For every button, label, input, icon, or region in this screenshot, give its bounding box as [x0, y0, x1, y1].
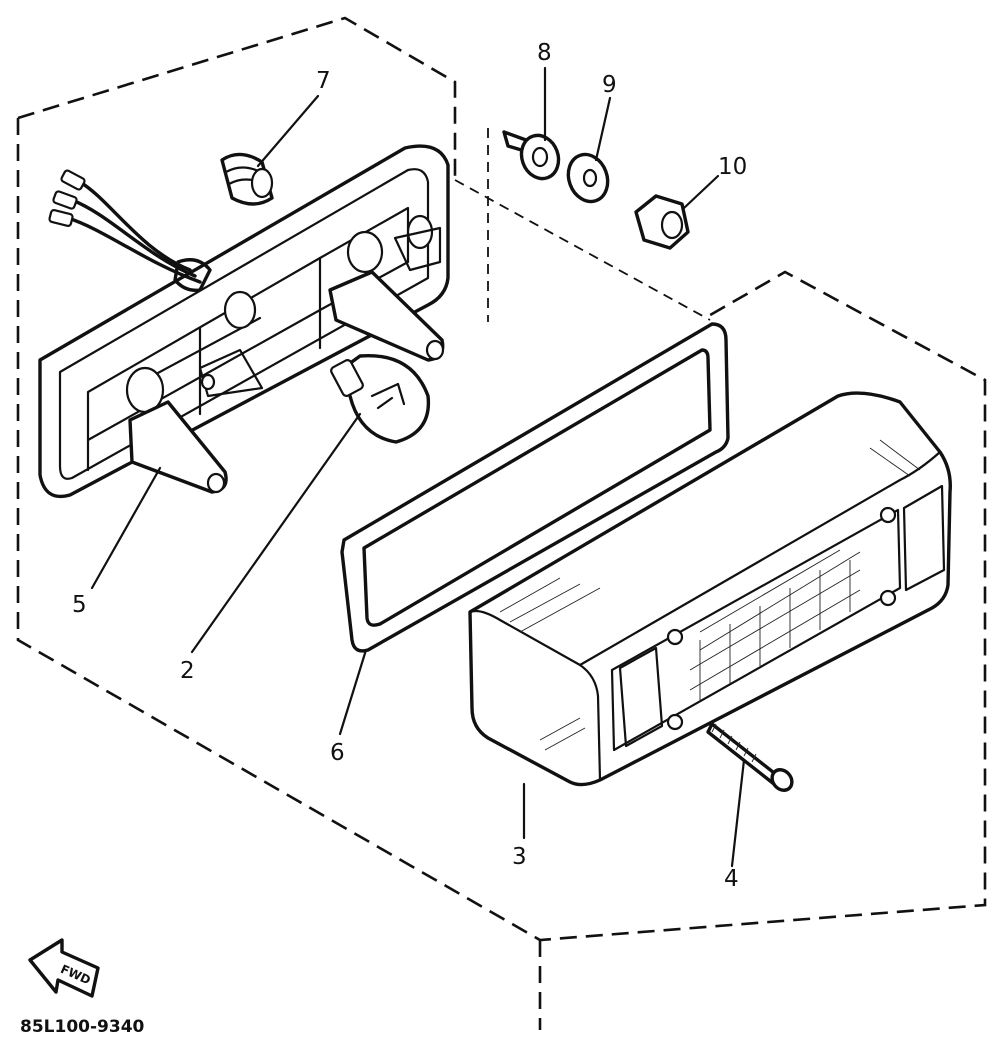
callout-label: 4	[724, 866, 739, 892]
callouts: 2 3 4 5 6 7 8 9 10	[72, 40, 747, 892]
forward-arrow-icon: FWD	[28, 938, 100, 998]
callout-label: 10	[718, 154, 747, 180]
assembly-boundary	[16, 16, 987, 1030]
lamp-housing	[38, 144, 450, 499]
bulb	[330, 353, 431, 444]
grommet	[220, 152, 274, 206]
gasket	[340, 322, 730, 653]
callout-label: 3	[512, 844, 527, 870]
callout-label: 2	[180, 658, 195, 684]
callout-label: 9	[602, 72, 617, 98]
leader-lines	[90, 66, 746, 868]
screw	[706, 722, 794, 792]
nut	[634, 194, 690, 250]
drawing-code: 85L100-9340	[20, 1017, 145, 1037]
stud-bolt	[502, 130, 561, 181]
callout-label: 7	[316, 68, 331, 94]
callout-label: 6	[330, 740, 345, 766]
washer	[566, 152, 610, 204]
callout-label: 8	[537, 40, 552, 66]
lens	[468, 391, 952, 787]
callout-label: 5	[72, 592, 87, 618]
